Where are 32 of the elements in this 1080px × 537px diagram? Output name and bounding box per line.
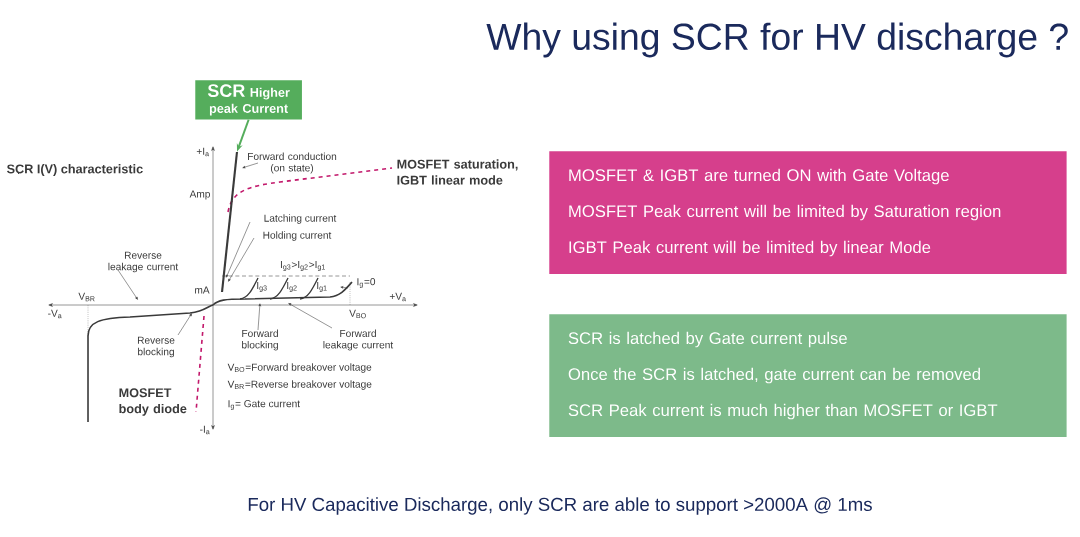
curve-label: I$_{g3}$ [257,282,267,292]
callout-box: SCR Higher peak Current [195,80,302,120]
curve-label: MOSFET saturation, IGBT linear mode [397,159,518,185]
curve-label: Reverse leakage current [108,251,179,273]
curve-label: Forward blocking [242,329,278,351]
curve-label: Latching current [264,214,337,224]
axis-label: +I$_{a}$ [196,147,209,157]
axis-label: mA [195,286,210,294]
footer-text: For HV Capacitive Discharge, only SCR are able to support >2000A @ 1ms [248,497,872,515]
note-text: I$_{g}$= Gate current [228,400,300,410]
note-text: V$_{BR}$=Reverse breakover voltage [227,380,372,390]
curve-label: I$_{g1}$ [317,282,327,292]
note-text: V$_{BO}$=Forward breakover voltage [227,363,372,373]
axis-label: -V$_{a}$ [48,309,62,319]
axis-label: -I$_{a}$ [200,425,210,435]
axis-label: +V$_{a}$ [389,292,406,302]
axis-label: V$_{BO}$ [349,309,366,319]
info-box: SCR is latched by Gate current pulse Once the SCR is latched, gate current can be removed SCR Peak current is much higher than MOSFET or IGBT [549,314,1067,437]
curve-label: I$_{g3}$>I$_{g2}$>I$_{g1}$ [280,261,325,271]
curve-label: I$_{g}$=0 [357,278,376,288]
curve-label: Forward conduction (on state) [248,152,337,174]
chart-title: SCR I(V) characteristic [6,164,143,176]
axis-label: Amp [189,190,210,200]
curve-label: Holding current [263,231,332,241]
curve-label: I$_{g2}$ [287,282,297,292]
info-box: MOSFET & IGBT are turned ON with Gate Voltage MOSFET Peak current will be limited by Saturation region IGBT Peak current will be limited by linear Mode [549,151,1067,274]
curve-label: MOSFET body diode [119,388,187,416]
curve-label: Reverse blocking [138,336,175,358]
slide-title: Why using SCR for HV discharge ? [486,22,1068,58]
conduction-line [220,151,239,293]
axis-label: V$_{BR}$ [78,292,95,302]
curve-label: Forward leakage current [323,329,394,351]
